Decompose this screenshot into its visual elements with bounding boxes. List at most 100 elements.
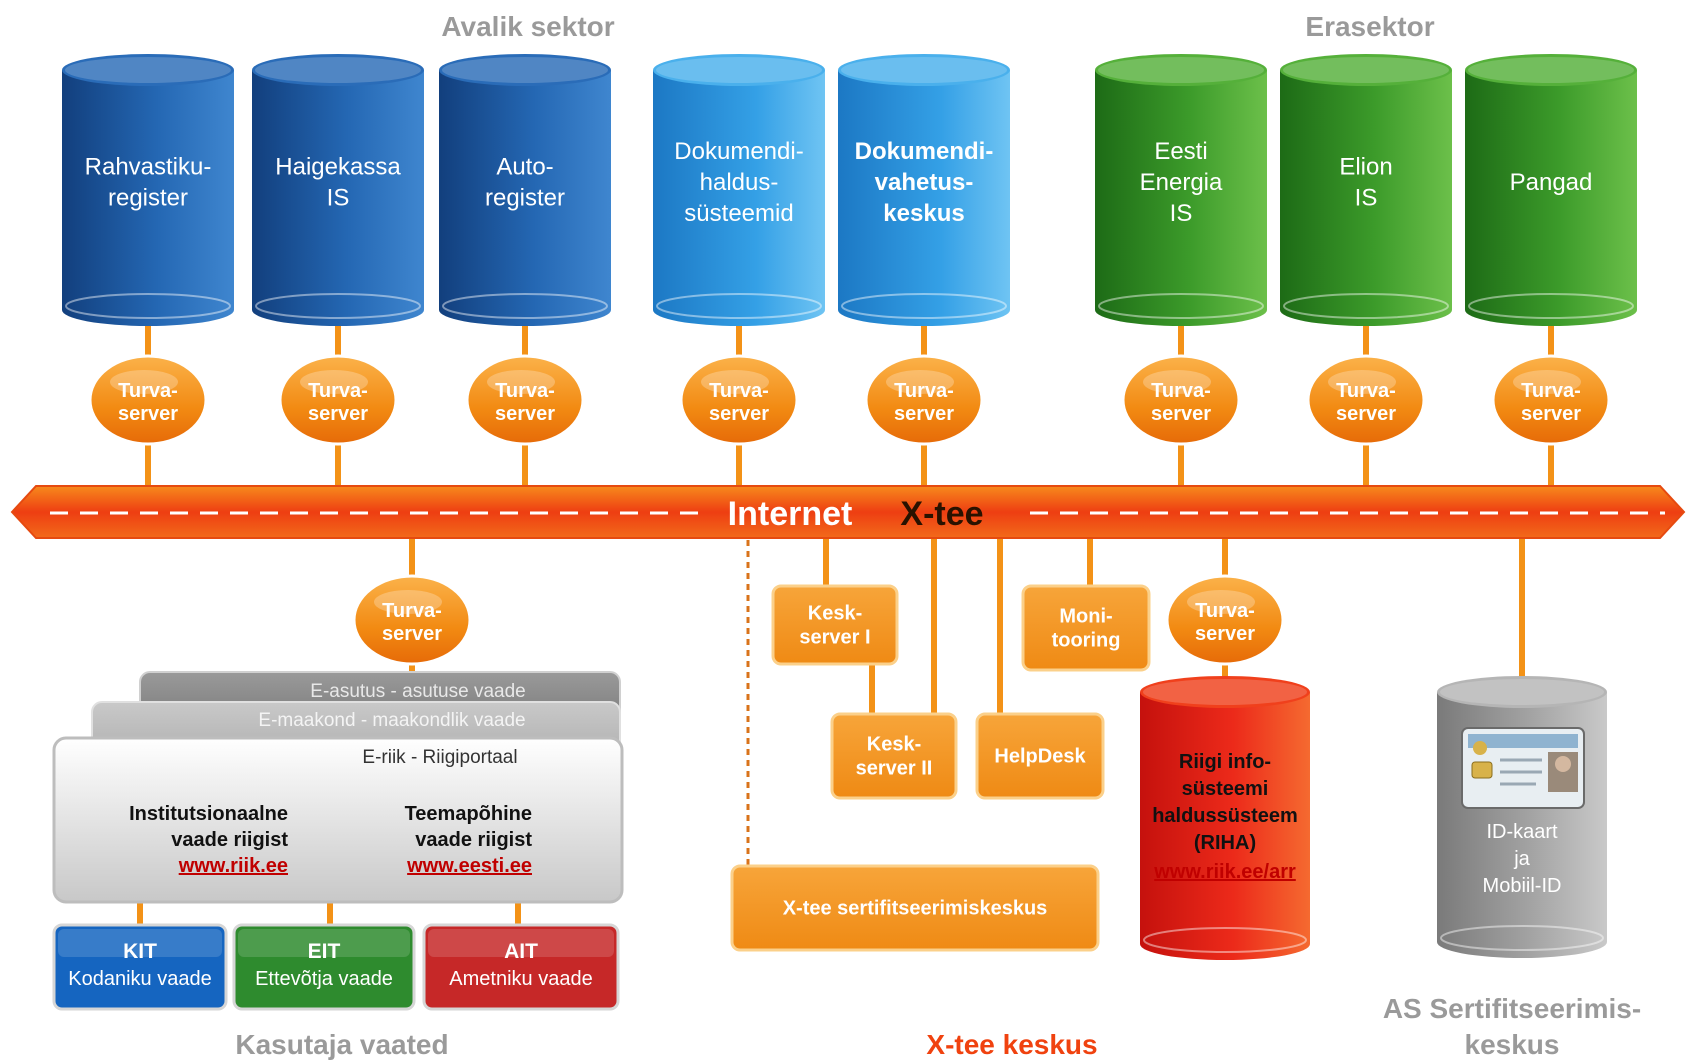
riha-label: haldussüsteem: [1152, 805, 1298, 827]
xtee-certification-box-label: X-tee sertifitseerimiskeskus: [783, 898, 1048, 920]
security-server-label: server: [1336, 403, 1396, 425]
security-server-7: Turva-server: [1491, 354, 1611, 446]
section-title-cert-center-line2: keskus: [1465, 1029, 1560, 1060]
security-server-label: server: [1521, 403, 1581, 425]
database-label: Auto-: [496, 154, 553, 181]
database-label: register: [108, 185, 188, 212]
user-view-kit[interactable]: KIT Kodaniku vaade: [52, 923, 228, 1011]
database-label: Pangad: [1510, 169, 1593, 196]
id-card-icon: [1461, 727, 1585, 809]
section-title-user-views: Kasutaja vaated: [235, 1029, 448, 1060]
user-view-ait[interactable]: AIT Ametniku vaade: [422, 923, 620, 1011]
database-4: Dokumendi-vahetus-keskus: [838, 54, 1010, 326]
database-label: Rahvastiku-: [85, 154, 212, 181]
database-3: Dokumendi-haldus-süsteemid: [653, 54, 825, 326]
id-card-label: ID-kaart: [1486, 821, 1558, 843]
helpdesk-box-label: HelpDesk: [994, 746, 1086, 768]
security-server-label: server: [308, 403, 368, 425]
riha-label: (RIHA): [1194, 832, 1256, 854]
keskserver-1-box-label: server I: [799, 627, 870, 649]
database-label: Dokumendi-: [674, 138, 803, 165]
portal-layer-maakond: E-maakond - maakondlik vaade: [258, 710, 525, 731]
user-view-label: Kodaniku vaade: [68, 968, 211, 990]
section-title-public: Avalik sektor: [441, 11, 614, 42]
database-label: IS: [1355, 185, 1378, 212]
database-0: Rahvastiku-register: [62, 54, 234, 326]
riha-database: Riigi info-süsteemi haldussüsteem (RIHA) ww…: [1140, 676, 1310, 960]
security-server-label: server: [1195, 623, 1255, 645]
helpdesk-box: HelpDesk: [975, 712, 1105, 800]
monitoring-box-label: Moni-: [1059, 606, 1112, 628]
security-server-label: Turva-: [308, 380, 368, 402]
database-label: IS: [1170, 200, 1193, 227]
security-server-label: Turva-: [118, 380, 178, 402]
id-card-label: ja: [1513, 848, 1530, 870]
database-label: keskus: [883, 200, 964, 227]
portal-link-eesti[interactable]: www.eesti.ee: [406, 855, 532, 877]
user-view-label: Ettevõtja vaade: [255, 968, 393, 990]
keskserver-1-box-label: Kesk-: [808, 603, 862, 625]
riha-label: Riigi info-: [1179, 751, 1271, 773]
database-label: Elion: [1339, 154, 1392, 181]
security-server-label: Turva-: [382, 600, 442, 622]
portal-layer-asutus: E-asutus - asutuse vaade: [310, 681, 525, 702]
portal-view-thematic-line1: Teemapõhine: [405, 803, 532, 825]
riha-cylinder: Riigi info-süsteemi haldussüsteem (RIHA) ww…: [1140, 676, 1310, 960]
security-server-label: Turva-: [1195, 600, 1255, 622]
portal-layer-riik: E-riik - Riigiportaal: [362, 747, 517, 768]
security-server-label: Turva-: [709, 380, 769, 402]
security-server-2: Turva-server: [465, 354, 585, 446]
database-label: haldus-: [700, 169, 779, 196]
security-server-6: Turva-server: [1306, 354, 1426, 446]
security-server-label: server: [709, 403, 769, 425]
user-view-eit[interactable]: EIT Ettevõtja vaade: [232, 923, 416, 1011]
security-server-label: Turva-: [495, 380, 555, 402]
user-view-label: Ametniku vaade: [449, 968, 592, 990]
database-label: vahetus-: [875, 169, 974, 196]
riha-link[interactable]: www.riik.ee/arr: [1153, 861, 1296, 883]
bus-label-internet: Internet: [728, 495, 853, 533]
user-view-code: KIT: [123, 940, 157, 963]
id-card-label: Mobiil-ID: [1483, 875, 1562, 897]
database-group: Rahvastiku-registerHaigekassaISAuto-regi…: [62, 54, 1637, 326]
database-7: Pangad: [1465, 54, 1637, 326]
security-server-label: Turva-: [894, 380, 954, 402]
keskserver-2-box-label: Kesk-: [867, 734, 921, 756]
user-view-code: EIT: [308, 940, 341, 963]
riha-label: süsteemi: [1182, 778, 1269, 800]
portal-view-thematic-line2: vaade riigist: [415, 829, 532, 851]
security-server-label: server: [894, 403, 954, 425]
monitoring-box-label: tooring: [1052, 630, 1121, 652]
security-server-label: server: [382, 623, 442, 645]
section-title-private: Erasektor: [1305, 11, 1434, 42]
portal-view-institutional-line1: Institutsionaalne: [129, 803, 288, 825]
user-view-code: AIT: [504, 940, 538, 963]
keskserver-2-box-label: server II: [856, 758, 933, 780]
database-label: Energia: [1140, 169, 1223, 196]
database-label: Dokumendi-: [855, 138, 994, 165]
security-server-label: Turva-: [1151, 380, 1211, 402]
database-label: Haigekassa: [275, 154, 401, 181]
security-server-label: Turva-: [1521, 380, 1581, 402]
security-server-3: Turva-server: [679, 354, 799, 446]
security-server-portal: Turva-server: [352, 574, 472, 666]
database-2: Auto-register: [439, 54, 611, 326]
portal-link-riik[interactable]: www.riik.ee: [178, 855, 288, 877]
xtee-bus: Internet X-tee: [10, 485, 1686, 539]
security-server-label: server: [495, 403, 555, 425]
monitoring-box: Moni-tooring: [1021, 584, 1151, 672]
database-label: Eesti: [1154, 138, 1207, 165]
database-label: register: [485, 185, 565, 212]
security-server-group: Turva-serverTurva-serverTurva-serverTurv…: [88, 354, 1611, 666]
security-server-label: Turva-: [1336, 380, 1396, 402]
portal-view-institutional-line2: vaade riigist: [171, 829, 288, 851]
user-view-group: KIT Kodaniku vaade EIT Ettevõtja vaade AIT Am…: [52, 923, 620, 1011]
section-title-xtee-center: X-tee keskus: [926, 1029, 1097, 1060]
